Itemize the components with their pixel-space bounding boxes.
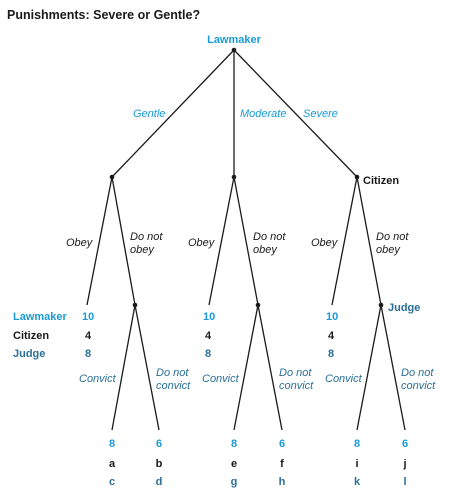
edge-convict-1 (111, 304, 136, 431)
edge-do-not-convict-2 (257, 304, 283, 431)
move-label-do-not-convict-1a: Do not (156, 367, 189, 379)
terminal-citizen-5: i (355, 458, 358, 470)
terminal-citizen-2: b (156, 458, 163, 470)
root-node (231, 47, 237, 53)
terminal-lawmaker-2: 6 (156, 438, 162, 450)
edge-obey-2 (208, 176, 235, 306)
terminal-judge-2: d (156, 476, 163, 488)
move-label-obey-2: Obey (188, 237, 216, 249)
edge-do-not-convict-1 (134, 304, 160, 431)
obey-payoff-lawmaker-1: 10 (82, 311, 94, 323)
obey-payoff-lawmaker-3: 10 (326, 311, 338, 323)
obey-payoff-citizen-1: 4 (85, 330, 92, 342)
move-label-convict-1: Convict (79, 373, 117, 385)
player-label-lawmaker-root: Lawmaker (207, 34, 262, 46)
obey-payoff-judge-2: 8 (205, 348, 211, 360)
obey-payoff-citizen-2: 4 (205, 330, 212, 342)
move-label-obey-sub-2: obey (253, 244, 278, 256)
edge-do-not-convict-3 (380, 304, 406, 431)
terminal-judge-5: k (354, 476, 361, 488)
terminal-lawmaker-3: 8 (231, 438, 237, 450)
move-label-obey-1: Obey (66, 237, 94, 249)
row-label-citizen: Citizen (13, 330, 49, 342)
player-label-citizen: Citizen (363, 175, 399, 187)
move-label-do-not-1: Do not (130, 231, 163, 243)
terminal-citizen-4: f (280, 458, 284, 470)
terminal-lawmaker-6: 6 (402, 438, 408, 450)
edge-obey-3 (331, 176, 358, 306)
diagram-title: Punishments: Severe or Gentle? (7, 8, 200, 22)
move-label-obey-sub-3: obey (376, 244, 401, 256)
move-label-obey-sub-1: obey (130, 244, 155, 256)
row-label-judge: Judge (13, 348, 45, 360)
terminal-judge-3: g (231, 476, 238, 488)
terminal-judge-1: c (109, 476, 115, 488)
obey-payoff-judge-1: 8 (85, 348, 91, 360)
obey-payoff-judge-3: 8 (328, 348, 334, 360)
edge-do-not-obey-2 (233, 176, 259, 306)
terminal-lawmaker-1: 8 (109, 438, 115, 450)
edge-do-not-obey-1 (111, 176, 136, 306)
obey-payoff-lawmaker-2: 10 (203, 311, 215, 323)
move-label-severe: Severe (303, 108, 338, 120)
terminal-citizen-6: j (402, 458, 406, 470)
edge-obey-1 (86, 176, 113, 306)
move-label-do-not-3: Do not (376, 231, 409, 243)
obey-payoff-citizen-3: 4 (328, 330, 335, 342)
terminal-citizen-3: e (231, 458, 237, 470)
terminal-lawmaker-5: 8 (354, 438, 360, 450)
move-label-do-not-2: Do not (253, 231, 286, 243)
move-label-do-not-convict-2a: Do not (279, 367, 312, 379)
terminal-judge-4: h (279, 476, 286, 488)
move-label-do-not-convict-3b: convict (401, 380, 436, 392)
move-label-do-not-convict-3a: Do not (401, 367, 434, 379)
terminal-judge-6: l (403, 476, 406, 488)
edge-gentle (111, 49, 235, 178)
row-label-lawmaker: Lawmaker (13, 311, 68, 323)
terminal-lawmaker-4: 6 (279, 438, 285, 450)
terminal-citizen-1: a (109, 458, 116, 470)
player-label-judge: Judge (388, 302, 420, 314)
edge-convict-3 (356, 304, 382, 431)
edge-do-not-obey-3 (356, 176, 382, 306)
edge-convict-2 (233, 304, 259, 431)
move-label-do-not-convict-2b: convict (279, 380, 314, 392)
move-label-obey-3: Obey (311, 237, 339, 249)
move-label-convict-2: Convict (202, 373, 240, 385)
edge-severe (233, 49, 358, 178)
move-label-do-not-convict-1b: convict (156, 380, 191, 392)
move-label-gentle: Gentle (133, 108, 165, 120)
move-label-moderate: Moderate (240, 108, 286, 120)
move-label-convict-3: Convict (325, 373, 363, 385)
